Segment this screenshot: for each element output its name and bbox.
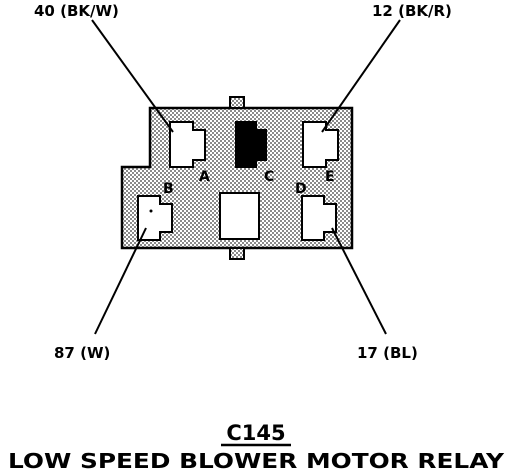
wire-label-d: 17 (BL) — [357, 344, 418, 362]
connector-name: LOW SPEED BLOWER MOTOR RELAY — [8, 449, 505, 473]
wire-label-b: 87 (W) — [54, 344, 110, 362]
pin-label-d: D — [295, 181, 307, 197]
wire-label-e: 12 (BK/R) — [372, 2, 452, 20]
leader-line-e — [321, 19, 401, 133]
cavity-center — [219, 192, 260, 240]
wire-label-a: 40 (BK/W) — [34, 2, 119, 20]
connector-id: C145 — [226, 421, 285, 445]
leader-line-d — [331, 227, 387, 335]
pin-label-c: C — [264, 169, 274, 185]
cavity-d — [301, 195, 337, 241]
pin-label-e: E — [325, 169, 335, 185]
pin-label-b: B — [163, 181, 174, 197]
leader-line-b — [94, 227, 147, 335]
cavity-b-dot — [149, 209, 153, 213]
cavity-c-plugged — [235, 121, 267, 168]
locating-tab-top — [229, 96, 245, 109]
leader-line-a — [91, 19, 174, 133]
pin-label-a: A — [199, 169, 210, 185]
locating-tab-bottom — [229, 247, 245, 260]
cavity-a — [169, 121, 206, 168]
